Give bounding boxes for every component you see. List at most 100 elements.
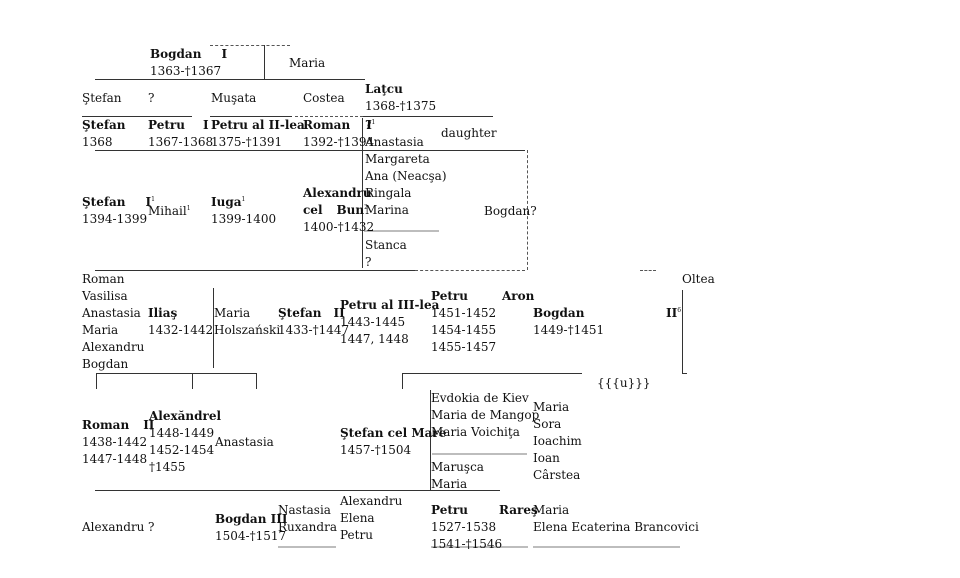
regnal-numeral: I	[202, 118, 209, 132]
group-nastasia: Nastasia Ruxandra	[278, 502, 337, 536]
reign-dates: 1400-†1432	[303, 220, 375, 234]
reign-dates: 1447, 1448	[340, 332, 409, 346]
wife-name: Evdokia de Kiev	[431, 391, 529, 405]
line-row5-left	[96, 373, 256, 374]
wives-stefan-cel-mare: Evdokia de Kiev Maria de Mangop Maria Vo…	[431, 390, 539, 441]
person-petru-i: Petru I 1367-1368	[148, 117, 213, 151]
dashed-line-bogdan	[210, 45, 290, 46]
unknown-mark: ?	[365, 255, 372, 269]
wife-name: Ana (Neacşa)	[365, 169, 447, 183]
line-row4-left	[95, 270, 415, 271]
footnote-mark: 2	[364, 204, 368, 211]
person-costea: Costea	[303, 91, 345, 105]
separator-stefan-wives	[432, 453, 527, 455]
reign-dates: 1455-1457	[431, 340, 497, 354]
reign-dates: 1451-1452	[431, 306, 497, 320]
child-name: Roman	[82, 272, 125, 286]
children-stefan-cel-mare: Maria Sora Ioachim Ioan Cârstea	[533, 399, 582, 484]
person-ilias: Iliaş 1432-1442	[148, 305, 213, 339]
footnote-mark: 1	[186, 205, 191, 212]
person-name: Maria	[214, 306, 251, 320]
child-name: Sora	[533, 417, 562, 431]
reign-dates: †1455	[149, 460, 186, 474]
person-stefan-cel-mare: Ştefan cel Mare 1457-†1504	[340, 425, 446, 459]
person-maria: Maria	[289, 56, 326, 70]
wife-name: Maria de Mangop	[431, 408, 540, 422]
person-petru-aron: Petru 1451-1452 1454-1455 1455-1457	[431, 288, 496, 356]
person-name: Anastasia	[365, 135, 424, 149]
person-anastasia-row6: Anastasia	[215, 435, 274, 449]
person-name: Bogdan	[533, 306, 585, 320]
template-placeholder: {{{u}}}	[597, 376, 651, 390]
reign-dates: 1438-1442	[82, 435, 148, 449]
children-alexandru: Roman Vasilisa Anastasia Maria Alexandru…	[82, 271, 144, 373]
wife-name: Margareta	[365, 152, 430, 166]
child-name: Cârstea	[533, 468, 581, 482]
reign-dates: 1433-†1447	[278, 323, 350, 337]
person-name: Stanca	[365, 238, 407, 252]
person-petru-iii: Petru al III-lea 1443-1445 1447, 1448	[340, 297, 439, 348]
person-bogdan-iii: Bogdan III 1504-†1517	[215, 511, 287, 545]
dashed-line-row4-right	[640, 270, 656, 271]
reign-dates: 1527-1538	[431, 520, 497, 534]
person-name-rares: Rareş	[499, 503, 538, 517]
reign-dates: 1504-†1517	[215, 529, 287, 543]
reign-dates: 1368-†1375	[365, 99, 437, 113]
line-oltea	[682, 290, 683, 374]
child-name: Vasilisa	[82, 289, 128, 303]
regnal-numeral: II	[666, 306, 678, 320]
tick-alexandrel	[192, 373, 193, 389]
line-row6	[95, 490, 500, 491]
person-name: Iuga	[211, 195, 242, 209]
line-row1	[95, 79, 365, 80]
person-name: Ştefan	[82, 118, 126, 132]
reign-dates: 1392-†1394	[303, 135, 375, 149]
person-unknown-row7: ?	[148, 520, 155, 534]
person-name-aron: Aron	[502, 289, 535, 303]
person-name: Bogdan	[150, 47, 202, 61]
person-oltea: Oltea	[682, 272, 715, 286]
wife-name: Maria Voichiţa	[431, 425, 520, 439]
regnal-numeral: II	[333, 306, 345, 320]
person-maria-holszanski: Maria Holszański	[214, 305, 280, 339]
reign-dates: 1541-†1546	[431, 537, 503, 551]
reign-dates: 1367-1368	[148, 135, 214, 149]
person-name: Alexăndrel	[149, 409, 222, 423]
child-name: Bogdan	[82, 357, 129, 371]
reign-dates: 1454-1455	[431, 323, 497, 337]
footnote-mark: 1	[241, 196, 246, 203]
separator-ruxandra	[278, 546, 336, 548]
reign-dates: 1375-†1391	[211, 135, 283, 149]
person-name: Ştefan	[278, 306, 322, 320]
person-roman-i: Roman I 1392-†1394	[303, 117, 374, 151]
regnal-numeral: I	[221, 47, 228, 61]
child-name: Alexandru	[82, 340, 145, 354]
epithet-bun: Bun	[336, 203, 365, 217]
person-name: Bogdan	[484, 204, 531, 218]
person-name: Roman	[303, 118, 351, 132]
unknown-mark: ?	[365, 118, 372, 132]
dashed-line-costea	[295, 116, 363, 117]
person-bogdan-ii: Bogdan 1449-†1451	[533, 305, 604, 339]
regnal-numeral: II	[143, 418, 155, 432]
person-name: Petru	[148, 118, 185, 132]
tick-anastasia	[256, 373, 257, 389]
child-name: Anastasia	[82, 306, 141, 320]
line-oltea-tick	[682, 373, 687, 374]
reign-dates: 1452-1454	[149, 443, 215, 457]
tick-stefan-mare	[402, 373, 403, 389]
person-name: Petru al III-lea	[340, 298, 440, 312]
person-name: Iliaş	[148, 306, 178, 320]
person-name: Petru al II-lea	[211, 118, 305, 132]
person-stefan-ii: Ştefan II 1433-†1447	[278, 305, 349, 339]
child-name: Ioan	[533, 451, 560, 465]
line-alexandru-vertical	[362, 118, 363, 268]
separator-petru-rares	[431, 546, 528, 548]
person-daughter: daughter	[441, 126, 497, 140]
regnal-numeral: I	[366, 118, 372, 132]
person-name: Petru	[431, 289, 468, 303]
wife-name: Ringala	[365, 186, 412, 200]
regnal-numeral-bogdan-ii: II6	[666, 305, 681, 322]
